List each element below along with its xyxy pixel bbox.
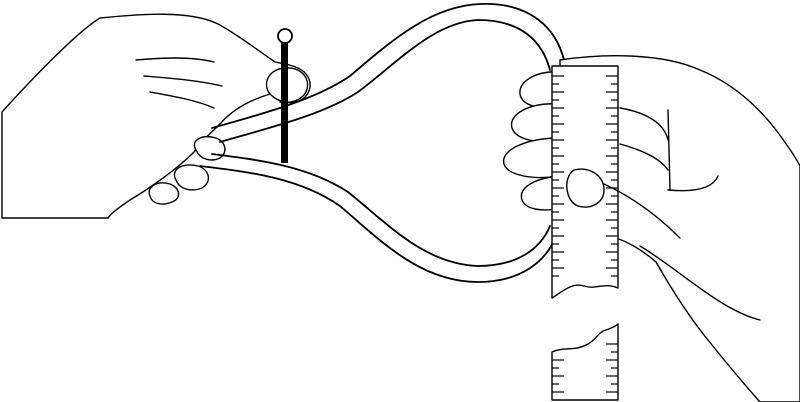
caliper-lower-arm-inner [212,154,550,266]
left-hand-lower-finger-2 [174,165,208,190]
left-hand-lower-finger-3 [149,183,178,204]
left-hand-lower-finger-1 [194,137,225,160]
pin-eye [278,29,292,43]
caliper [200,4,564,282]
ruler-fragment [552,324,618,400]
left-hand [2,14,310,218]
ruler-fragment-body [552,324,618,400]
pin-shaft [281,43,288,163]
caliper-lower-arm-outer [200,166,556,282]
